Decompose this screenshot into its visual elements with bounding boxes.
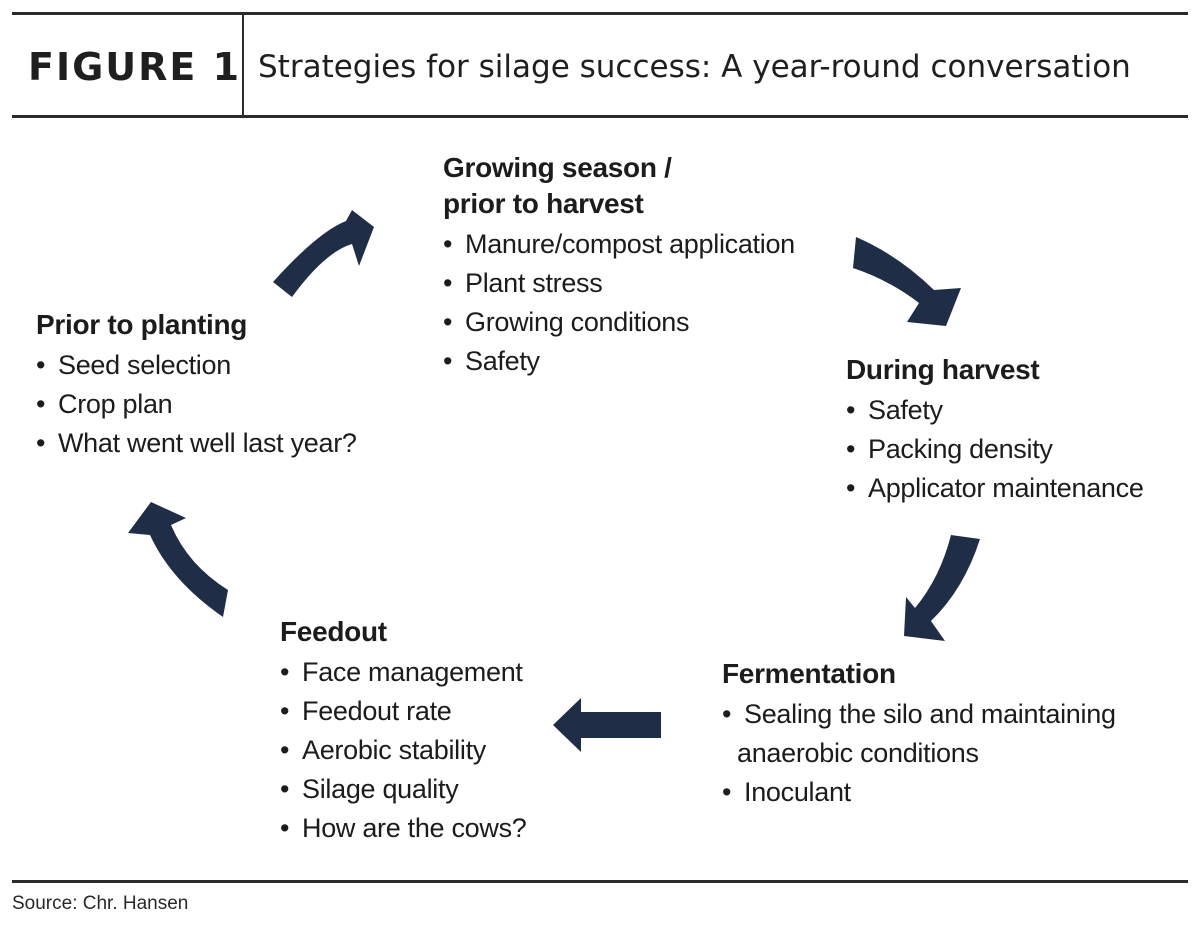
header-bottom-rule — [12, 115, 1188, 118]
list-item: Growing conditions — [443, 303, 795, 342]
stage-list: Safety Packing density Applicator mainte… — [846, 391, 1144, 508]
list-item: Crop plan — [36, 385, 357, 424]
list-item: Safety — [443, 342, 795, 381]
stage-list: Face management Feedout rate Aerobic sta… — [280, 653, 527, 848]
list-item: Feedout rate — [280, 692, 527, 731]
arrow-harvest-to-fermentation — [904, 535, 980, 641]
source-note: Source: Chr. Hansen — [12, 893, 189, 914]
arrow-fermentation-to-feedout — [553, 698, 661, 752]
list-item: Silage quality — [280, 770, 527, 809]
list-item: Applicator maintenance — [846, 469, 1144, 508]
list-item: Inoculant — [722, 773, 1116, 812]
list-item: Safety — [846, 391, 1144, 430]
stage-title: Feedout — [280, 616, 387, 647]
list-item: What went well last year? — [36, 424, 357, 463]
stage-title: Fermentation — [722, 658, 896, 689]
stage-list: Sealing the silo and maintaining anaerob… — [722, 695, 1116, 812]
header-divider — [242, 15, 244, 116]
list-item: Face management — [280, 653, 527, 692]
list-item: Sealing the silo and maintaining — [722, 695, 1116, 734]
footer-rule — [12, 880, 1188, 883]
stage-list: Manure/compost application Plant stress … — [443, 225, 795, 381]
arrow-planting-to-growing — [273, 210, 374, 297]
list-item-continuation: anaerobic conditions — [722, 734, 1116, 773]
stage-growing-season: Growing season / prior to harvest Manure… — [443, 150, 795, 381]
stage-title: During harvest — [846, 354, 1040, 385]
list-item: Aerobic stability — [280, 731, 527, 770]
header-top-rule — [12, 12, 1188, 15]
list-item: Packing density — [846, 430, 1144, 469]
stage-list: Seed selection Crop plan What went well … — [36, 346, 357, 463]
list-item: How are the cows? — [280, 809, 527, 848]
list-item: Seed selection — [36, 346, 357, 385]
arrow-growing-to-harvest — [853, 237, 961, 326]
stage-title: Prior to planting — [36, 309, 248, 340]
stage-during-harvest: During harvest Safety Packing density Ap… — [846, 352, 1144, 508]
list-item: Manure/compost application — [443, 225, 795, 264]
stage-fermentation: Fermentation Sealing the silo and mainta… — [722, 656, 1116, 812]
stage-title: Growing season / prior to harvest — [443, 152, 672, 219]
stage-feedout: Feedout Face management Feedout rate Aer… — [280, 614, 527, 848]
stage-prior-to-planting: Prior to planting Seed selection Crop pl… — [36, 307, 357, 463]
arrow-feedout-to-planting — [128, 502, 228, 617]
figure-label: FIGURE 1 — [28, 45, 242, 89]
list-item-text: anaerobic conditions — [737, 738, 979, 768]
figure-title: Strategies for silage success: A year-ro… — [258, 49, 1131, 85]
list-item: Plant stress — [443, 264, 795, 303]
